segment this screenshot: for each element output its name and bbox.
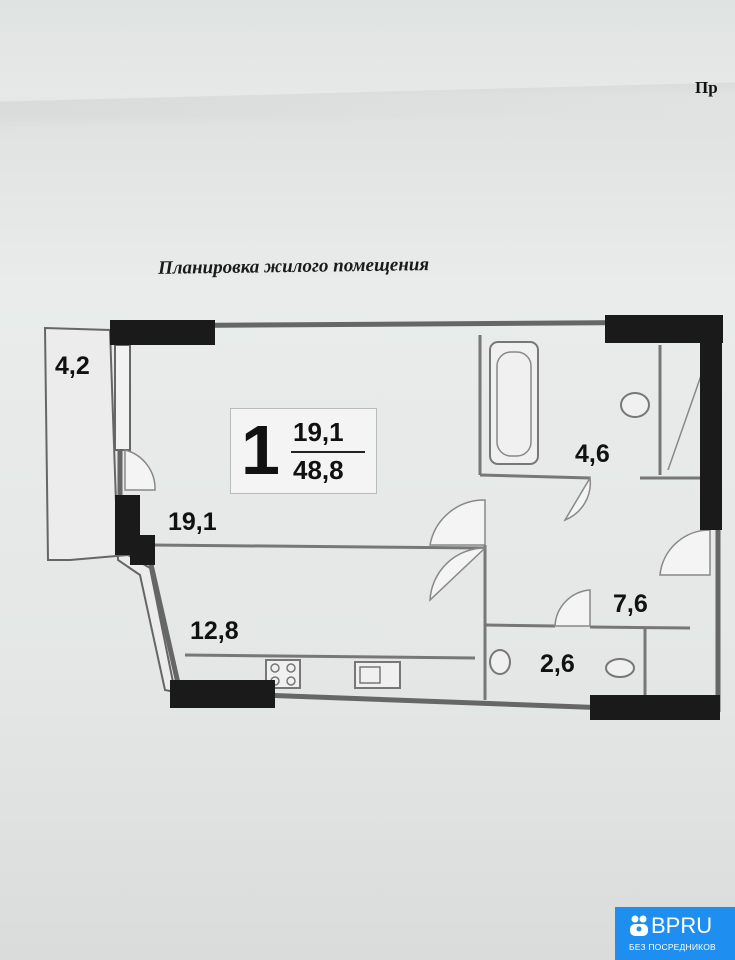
door-living bbox=[429, 499, 486, 546]
corner-heading: Пр bbox=[695, 78, 718, 97]
kitchen-counter bbox=[184, 653, 476, 660]
living-area: 19,1 bbox=[293, 417, 344, 447]
toilet-sink-icon bbox=[489, 649, 511, 675]
room-count: 1 bbox=[241, 411, 280, 489]
wall-bathroom-bottom bbox=[479, 473, 710, 480]
fraction-line bbox=[291, 451, 365, 453]
logo-name: BPRU bbox=[651, 913, 713, 938]
pillar bbox=[590, 695, 720, 720]
door-balcony bbox=[124, 449, 156, 491]
apartment-summary: 1 19,1 48,8 bbox=[230, 408, 377, 494]
kitchen-area: 12,8 bbox=[190, 617, 239, 645]
sink-icon bbox=[620, 392, 650, 418]
wall-toilet-top bbox=[484, 623, 691, 630]
door-bathroom bbox=[563, 475, 592, 522]
balcony-area: 4,2 bbox=[55, 352, 90, 380]
total-area: 48,8 bbox=[293, 455, 344, 485]
toilet-area: 2,6 bbox=[540, 650, 575, 678]
wall-living-kitchen bbox=[149, 543, 486, 550]
people-icon bbox=[630, 915, 648, 936]
door-entry bbox=[659, 529, 711, 576]
pillar bbox=[130, 535, 155, 565]
toilet-icon bbox=[605, 658, 635, 678]
pillar bbox=[170, 680, 275, 708]
kitchen-sink-icon bbox=[354, 661, 401, 689]
bathroom-area: 4,6 bbox=[575, 440, 610, 468]
hallway-area: 7,6 bbox=[613, 590, 648, 618]
balcony-outline bbox=[43, 326, 177, 694]
door-kitchen bbox=[429, 547, 487, 602]
bpru-logo: BPRU БЕЗ ПОСРЕДНИКОВ bbox=[615, 907, 735, 960]
logo-tagline: БЕЗ ПОСРЕДНИКОВ bbox=[629, 942, 716, 952]
pillar bbox=[110, 320, 215, 345]
window-left bbox=[114, 344, 131, 451]
door-toilet bbox=[554, 589, 591, 627]
pillar bbox=[700, 320, 722, 530]
living-room-area: 19,1 bbox=[168, 508, 217, 536]
bathtub-icon bbox=[489, 341, 539, 465]
